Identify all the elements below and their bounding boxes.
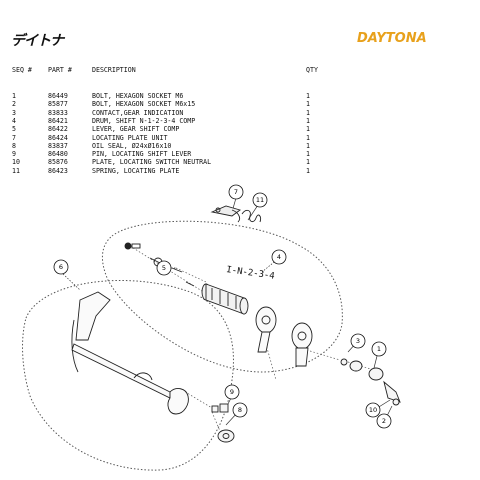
callout-3: 3 xyxy=(350,333,366,349)
row-qty: 1 xyxy=(306,134,310,142)
row-qty: 1 xyxy=(306,158,310,166)
callout-2: 2 xyxy=(376,413,392,429)
table-row: 7 86424 LOCATING PLATE UNIT 1 xyxy=(0,134,480,142)
row-qty: 1 xyxy=(306,142,310,150)
row-qty: 1 xyxy=(306,117,310,125)
svg-text:6: 6 xyxy=(59,263,63,271)
row-part: 86423 xyxy=(48,167,68,175)
table-row: 2 85877 BOLT, HEXAGON SOCKET M6x15 1 xyxy=(0,100,480,108)
svg-text:7: 7 xyxy=(234,188,238,196)
row-seq: 9 xyxy=(12,150,16,158)
row-part: 86449 xyxy=(48,92,68,100)
row-seq: 11 xyxy=(12,167,20,175)
row-qty: 1 xyxy=(306,150,310,158)
row-description: BOLT, HEXAGON SOCKET M6x15 xyxy=(92,100,196,108)
svg-text:8: 8 xyxy=(238,406,242,414)
table-row: 3 83833 CONTACT,GEAR INDICATION 1 xyxy=(0,109,480,117)
col-header-seq: SEQ # xyxy=(12,66,32,74)
table-row: 5 86422 LEVER, GEAR SHIFT COMP 1 xyxy=(0,125,480,133)
row-description: CONTACT,GEAR INDICATION xyxy=(92,109,184,117)
table-row: 10 85876 PLATE, LOCATING SWITCH NEUTRAL … xyxy=(0,158,480,166)
callout-4: 4 xyxy=(271,249,287,265)
row-seq: 3 xyxy=(12,109,16,117)
svg-text:4: 4 xyxy=(277,253,281,261)
col-header-part: PART # xyxy=(48,66,72,74)
svg-text:1: 1 xyxy=(377,345,381,353)
row-seq: 4 xyxy=(12,117,16,125)
drum-group-outline xyxy=(102,220,343,373)
row-part: 85876 xyxy=(48,158,68,166)
row-seq: 8 xyxy=(12,142,16,150)
row-description: SPRING, LOCATING PLATE xyxy=(92,167,180,175)
row-description: OIL SEAL, Ø24xØ16x10 xyxy=(92,142,172,150)
row-part: 83833 xyxy=(48,109,68,117)
row-description: LEVER, GEAR SHIFT COMP xyxy=(92,125,180,133)
exploded-parts-diagram: I-N-2-3-4 7 11 4 6 5 3 1 9 8 10 2 xyxy=(22,184,401,471)
row-description: DRUM, SHIFT N-1-2-3-4 COMP xyxy=(92,117,196,125)
callout-10: 10 xyxy=(365,402,381,418)
row-qty: 1 xyxy=(306,100,310,108)
row-qty: 1 xyxy=(306,109,310,117)
row-seq: 5 xyxy=(12,125,16,133)
shift-fork-parts xyxy=(255,306,313,367)
row-part: 86422 xyxy=(48,125,68,133)
row-seq: 7 xyxy=(12,134,16,142)
svg-text:10: 10 xyxy=(369,406,377,414)
callout-6: 6 xyxy=(53,259,69,275)
row-part: 85877 xyxy=(48,100,68,108)
lever-group-outline xyxy=(22,279,234,471)
drum-gear-sequence-label: I-N-2-3-4 xyxy=(226,265,276,282)
row-qty: 1 xyxy=(306,125,310,133)
row-description: PIN, LOCATING SHIFT LEVER xyxy=(92,150,192,158)
shift-drum-part xyxy=(201,283,249,315)
callout-9: 9 xyxy=(224,384,240,400)
row-description: LOCATING PLATE UNIT xyxy=(92,134,168,142)
daytona-brand-logo: DAYTONA xyxy=(357,31,427,46)
table-row: 1 86449 BOLT, HEXAGON SOCKET M6 1 xyxy=(0,92,480,100)
callout-5: 5 xyxy=(156,260,172,276)
locating-spring-part xyxy=(241,209,261,223)
callout-7: 7 xyxy=(228,184,244,200)
row-part: 86480 xyxy=(48,150,68,158)
table-row: 8 83837 OIL SEAL, Ø24xØ16x10 1 xyxy=(0,142,480,150)
table-row: 9 86480 PIN, LOCATING SHIFT LEVER 1 xyxy=(0,150,480,158)
row-seq: 2 xyxy=(12,100,16,108)
col-header-description: DESCRIPTION xyxy=(92,66,136,74)
callout-8: 8 xyxy=(232,402,248,418)
col-header-qty: QTY xyxy=(306,66,318,74)
callout-1: 1 xyxy=(371,341,387,357)
row-qty: 1 xyxy=(306,92,310,100)
svg-text:3: 3 xyxy=(356,337,360,345)
svg-text:5: 5 xyxy=(162,264,166,272)
row-qty: 1 xyxy=(306,167,310,175)
svg-text:9: 9 xyxy=(230,388,234,396)
locating-plate-part xyxy=(210,205,241,223)
row-seq: 10 xyxy=(12,158,20,166)
row-description: PLATE, LOCATING SWITCH NEUTRAL xyxy=(92,158,212,166)
table-row: 4 86421 DRUM, SHIFT N-1-2-3-4 COMP 1 xyxy=(0,117,480,125)
row-seq: 1 xyxy=(12,92,16,100)
svg-text:11: 11 xyxy=(256,196,264,204)
row-part: 86421 xyxy=(48,117,68,125)
callout-11: 11 xyxy=(252,192,268,208)
table-row: 11 86423 SPRING, LOCATING PLATE 1 xyxy=(0,167,480,175)
row-description: BOLT, HEXAGON SOCKET M6 xyxy=(92,92,184,100)
row-part: 86424 xyxy=(48,134,68,142)
small-hardware-parts xyxy=(211,358,401,443)
daytona-japanese-logo: デイトナ xyxy=(11,33,64,49)
svg-text:2: 2 xyxy=(382,417,386,425)
row-part: 83837 xyxy=(48,142,68,150)
gear-shift-lever-part xyxy=(71,291,189,415)
